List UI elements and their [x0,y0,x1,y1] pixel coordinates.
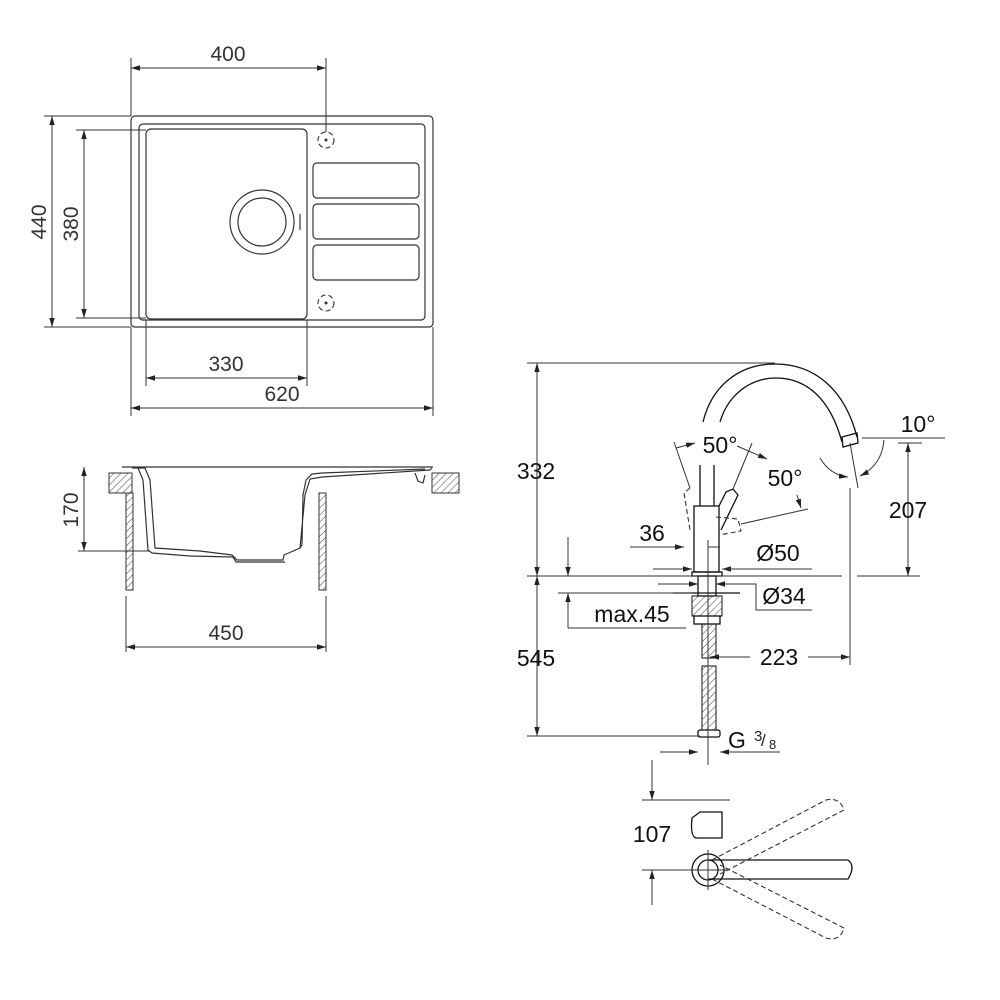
cabinet-wall-left [125,492,134,591]
dim-450: 450 [208,622,243,645]
sink-bowl [145,128,308,320]
drain-outer-icon [229,189,295,255]
max-counter-thickness: max.45 [594,601,669,627]
hole-diameter: Ø34 [762,583,806,609]
drainboard-rib-1 [312,162,420,199]
cabinet-wall-right [318,492,327,591]
countertop-right [431,472,460,494]
faucet-lever [718,488,739,531]
faucet-handle-top [690,811,723,839]
faucet-top-view: 107 [633,760,853,940]
faucet-spout [702,363,858,443]
sink-outline [130,115,434,328]
dim-207: 207 [889,497,927,523]
dim-620: 620 [264,383,299,406]
base-diameter: Ø50 [756,540,799,566]
drainboard-rib-2 [312,203,420,240]
lever-angle-1: 50° [703,432,738,458]
faucet-body [693,505,720,573]
spout-angle: 10° [901,411,936,437]
countertop-left [108,472,133,494]
dim-440: 440 [28,204,51,239]
dim-170: 170 [60,492,83,527]
supply-hose [701,623,717,659]
fraction-slash: / [761,731,766,750]
sink-inner-rim [138,123,426,321]
dim-36: 36 [639,520,665,546]
drain-inner-icon [237,197,287,247]
sink-section-view: 170 450 [60,466,460,652]
sink-profile [132,467,433,563]
lever-angle-2: 50° [768,465,803,491]
connection-size-numerator: 3 [754,728,762,745]
dim-332: 332 [517,458,555,484]
connection-thread: G [728,727,746,753]
dim-107: 107 [633,821,671,847]
dim-223: 223 [760,644,798,670]
dim-545: 545 [517,645,555,671]
dim-330: 330 [208,353,243,376]
dim-400: 400 [210,43,245,66]
dim-380: 380 [60,206,83,241]
mounting-nut [691,595,723,617]
connection-size-denominator: 8 [769,737,776,752]
overflow-hole-icon [317,294,335,312]
faucet-side-view: 332 545 50° 50° 10° 207 36 Ø50 Ø34 [517,362,945,765]
tap-hole-icon [317,131,335,149]
drainboard-rib-3 [312,244,420,281]
spout-top-view [708,859,853,880]
sink-top-view: 400 440 380 330 620 [28,43,434,416]
